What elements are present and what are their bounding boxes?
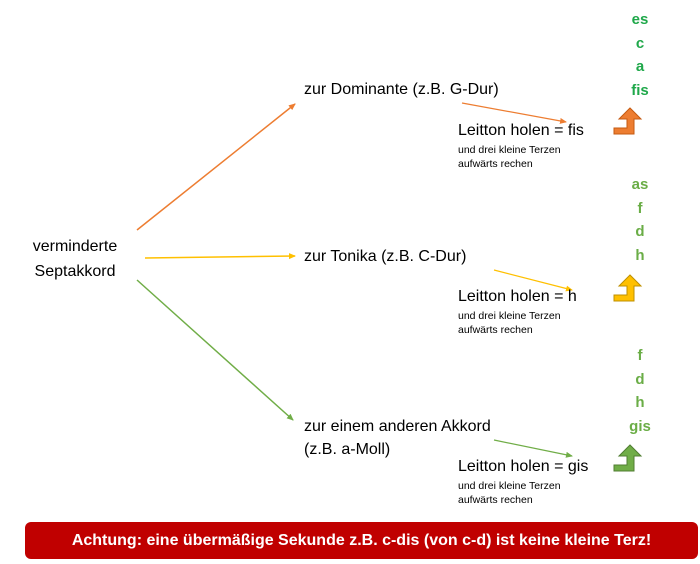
arrow-to-anderer-akkord	[136, 279, 294, 421]
note-stack-anderer-akkord: f d h gis	[620, 344, 660, 438]
leitton-description-line2: aufwärts rechen	[458, 158, 533, 170]
note: fis	[631, 81, 649, 99]
note: a	[635, 58, 645, 75]
note: as	[631, 176, 649, 193]
note: d	[635, 370, 645, 388]
leitton-description: und drei kleine Terzen aufwärts rechen	[458, 479, 561, 507]
arrow-to-leitton-fis	[461, 102, 567, 124]
leitton-description-line1: und drei kleine Terzen	[458, 144, 561, 156]
leitton-description-line1: und drei kleine Terzen	[458, 310, 561, 322]
note: c	[635, 34, 645, 52]
note: f	[637, 199, 643, 217]
leitton-description-line1: und drei kleine Terzen	[458, 480, 561, 492]
arrow-to-leitton-h	[493, 269, 573, 292]
arrow-to-leitton-gis	[493, 439, 573, 458]
arrow-to-dominante	[136, 103, 296, 231]
target-dominante: zur Dominante (z.B. G-Dur)	[304, 81, 499, 98]
note: d	[635, 223, 645, 240]
start-label-line1: verminderte	[32, 238, 118, 255]
elbow-up-arrow-icon	[613, 107, 643, 135]
leitton-description-line2: aufwärts rechen	[458, 324, 533, 336]
note: f	[637, 347, 643, 364]
leitton-gis: Leitton holen = gis	[458, 458, 589, 475]
target-anderer-akkord-line2: (z.B. a-Moll)	[304, 441, 391, 458]
target-tonika: zur Tonika (z.B. C-Dur)	[304, 248, 467, 265]
leitton-description-line2: aufwärts rechen	[458, 494, 533, 506]
note-stack-dominante: es c a fis	[620, 8, 660, 102]
target-anderer-akkord: zur einem anderen Akkord (z.B. a-Moll)	[304, 415, 491, 461]
note: gis	[629, 417, 651, 435]
leitton-description: und drei kleine Terzen aufwärts rechen	[458, 309, 561, 337]
warning-banner: Achtung: eine übermäßige Sekunde z.B. c-…	[25, 522, 698, 559]
note-stack-tonika: as f d h	[620, 173, 660, 267]
leitton-description: und drei kleine Terzen aufwärts rechen	[458, 143, 561, 171]
note: h	[635, 394, 645, 411]
start-label-line2: Septakkord	[34, 263, 116, 280]
leitton-h: Leitton holen = h	[458, 288, 577, 305]
note: es	[631, 11, 649, 28]
start-label: verminderte Septakkord	[20, 234, 130, 284]
elbow-up-arrow-icon	[613, 274, 643, 302]
arrow-to-tonika	[144, 253, 296, 260]
target-anderer-akkord-line1: zur einem anderen Akkord	[304, 418, 491, 435]
note: h	[635, 246, 645, 264]
leitton-fis: Leitton holen = fis	[458, 122, 584, 139]
elbow-up-arrow-icon	[613, 444, 643, 472]
